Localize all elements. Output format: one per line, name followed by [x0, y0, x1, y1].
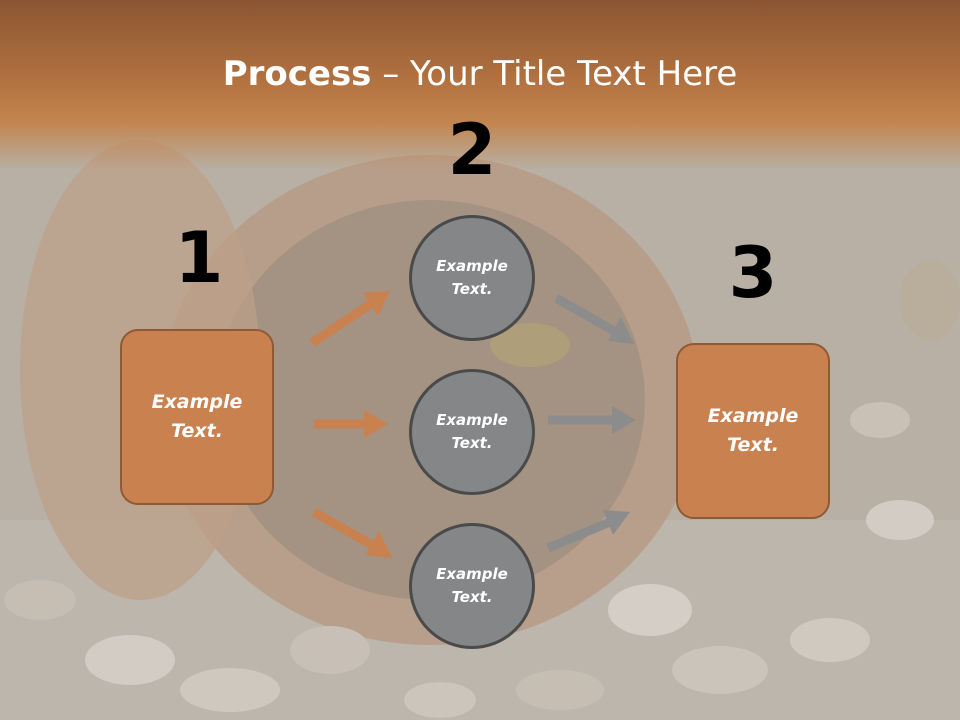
process-circle-top: Example Text.: [409, 215, 535, 341]
circle-bottom-text: Example Text.: [436, 565, 508, 606]
arrow-up-right-gray: [546, 510, 630, 553]
left-process-box: Example Text.: [120, 329, 274, 505]
arrow-right-gray: [548, 406, 636, 434]
step-number-3: 3: [728, 232, 778, 314]
process-circle-middle: Example Text.: [409, 369, 535, 495]
slide-title: Process – Your Title Text Here: [0, 52, 960, 96]
step-number-2: 2: [447, 109, 497, 191]
arrow-right-orange: [314, 410, 388, 438]
title-band: [0, 0, 960, 170]
arrow-down-right-gray: [553, 294, 634, 344]
arrow-down-right-orange: [311, 508, 392, 558]
title-rest: – Your Title Text Here: [371, 54, 738, 94]
arrow-up-right-orange: [309, 291, 390, 347]
step-number-1: 1: [174, 217, 224, 299]
process-circle-bottom: Example Text.: [409, 523, 535, 649]
title-bold: Process: [222, 54, 372, 94]
circle-top-text: Example Text.: [436, 257, 508, 298]
circle-middle-text: Example Text.: [436, 411, 508, 452]
left-box-text: Example Text.: [151, 391, 243, 442]
right-process-box: Example Text.: [676, 343, 830, 519]
right-box-text: Example Text.: [707, 405, 799, 456]
